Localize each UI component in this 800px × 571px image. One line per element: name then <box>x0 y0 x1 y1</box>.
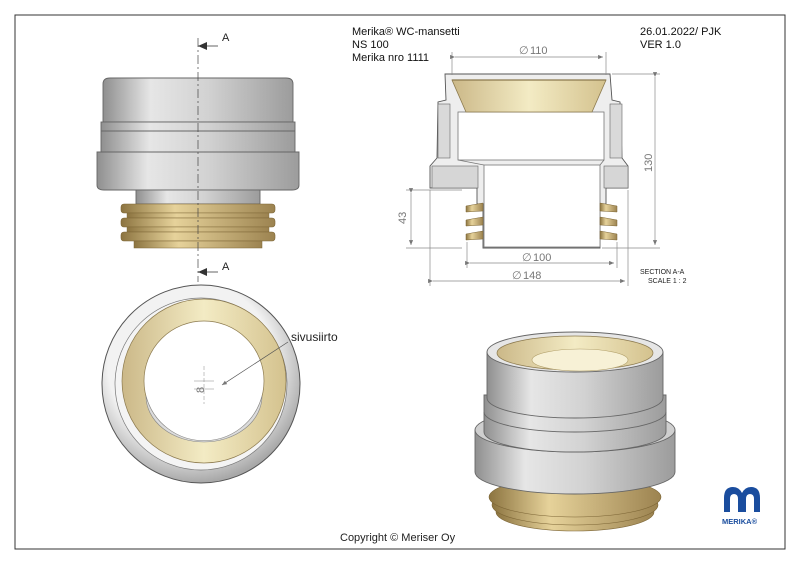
section-fins <box>465 202 618 241</box>
section-label-1: SECTION A-A <box>640 269 685 276</box>
logo-text: MERIKA® <box>722 517 758 526</box>
section-label-2: SCALE 1 : 2 <box>648 278 687 285</box>
dim-offset8: 8 <box>195 387 207 393</box>
title-line-1: Merika® WC-mansetti <box>352 26 460 38</box>
section-marker-bottom: A <box>222 261 230 273</box>
section-bore-lower <box>483 164 601 248</box>
sheet-border <box>14 14 786 550</box>
callout-label: sivusiirto <box>291 330 338 344</box>
iso-view <box>474 331 676 532</box>
dim-d100: 100 <box>533 252 551 264</box>
merika-logo: MERIKA® <box>722 487 760 526</box>
dim-d110: 110 <box>530 45 548 57</box>
drawing-date: 26.01.2022/ PJK <box>640 26 722 38</box>
section-view: ∅ 110 130 43 ∅ 100 ∅ 148 SECTION A-A SCA… <box>397 45 687 286</box>
front-view: A A <box>96 32 300 282</box>
dim-d110-symbol: ∅ <box>519 45 529 57</box>
front-collar <box>96 151 300 191</box>
drawing-version: VER 1.0 <box>640 39 681 51</box>
front-cap <box>102 77 294 123</box>
dim-h130: 130 <box>643 154 655 172</box>
copyright: Copyright © Meriser Oy <box>340 532 456 544</box>
title-line-3: Merika nro 1111 <box>352 52 429 64</box>
dim-d148: 148 <box>523 270 541 282</box>
section-marker-top: A <box>222 32 230 44</box>
dim-h43: 43 <box>397 212 409 224</box>
section-seal <box>451 79 607 113</box>
logo-mark <box>724 487 760 512</box>
top-view: 8 sivusiirto <box>101 284 338 484</box>
dim-d100-symbol: ∅ <box>522 252 532 264</box>
callout-leader <box>221 341 289 386</box>
dim-d148-symbol: ∅ <box>512 270 522 282</box>
title-line-2: NS 100 <box>352 39 389 51</box>
title-block: Merika® WC-mansetti NS 100 Merika nro 11… <box>352 26 722 64</box>
section-bore-upper <box>457 111 605 161</box>
